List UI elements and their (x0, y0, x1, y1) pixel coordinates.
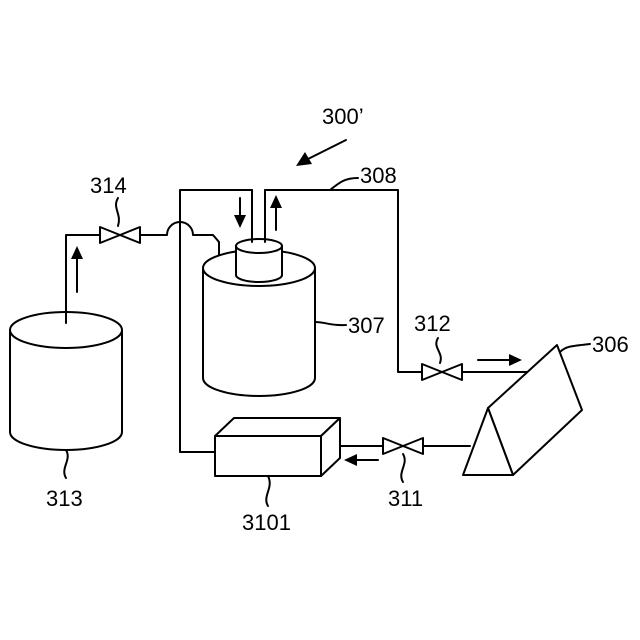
flow-arrow-up-307 (270, 195, 282, 230)
flow-arrow-down-307 (234, 198, 246, 228)
system-pointer-arrow (296, 140, 346, 166)
leader-313 (64, 450, 67, 478)
valve-314 (100, 227, 140, 243)
leader-311 (401, 454, 404, 482)
leader-3101 (266, 476, 269, 506)
tank-313 (10, 312, 122, 450)
label-311: 311 (388, 486, 423, 511)
pipe-313-to-314 (66, 235, 100, 323)
flow-arrow-right-312 (478, 354, 522, 366)
label-313: 313 (46, 486, 83, 511)
label-300: 300’ (322, 104, 364, 129)
label-3101: 3101 (242, 510, 291, 535)
label-312: 312 (414, 311, 451, 336)
flow-arrow-left-311 (344, 454, 378, 466)
leader-307 (315, 322, 346, 325)
label-306: 306 (592, 332, 629, 357)
leader-308 (330, 178, 358, 190)
flow-arrow-up-313 (71, 246, 83, 292)
leader-314 (116, 198, 119, 226)
tank-307 (203, 239, 315, 396)
valve-312 (422, 364, 462, 380)
leader-306 (560, 344, 590, 352)
unit-3101 (215, 418, 340, 476)
valve-311 (383, 438, 423, 454)
label-308: 308 (360, 163, 397, 188)
label-314: 314 (90, 173, 127, 198)
leader-312 (436, 338, 441, 363)
apparatus-306 (463, 345, 582, 475)
label-307: 307 (348, 313, 385, 338)
